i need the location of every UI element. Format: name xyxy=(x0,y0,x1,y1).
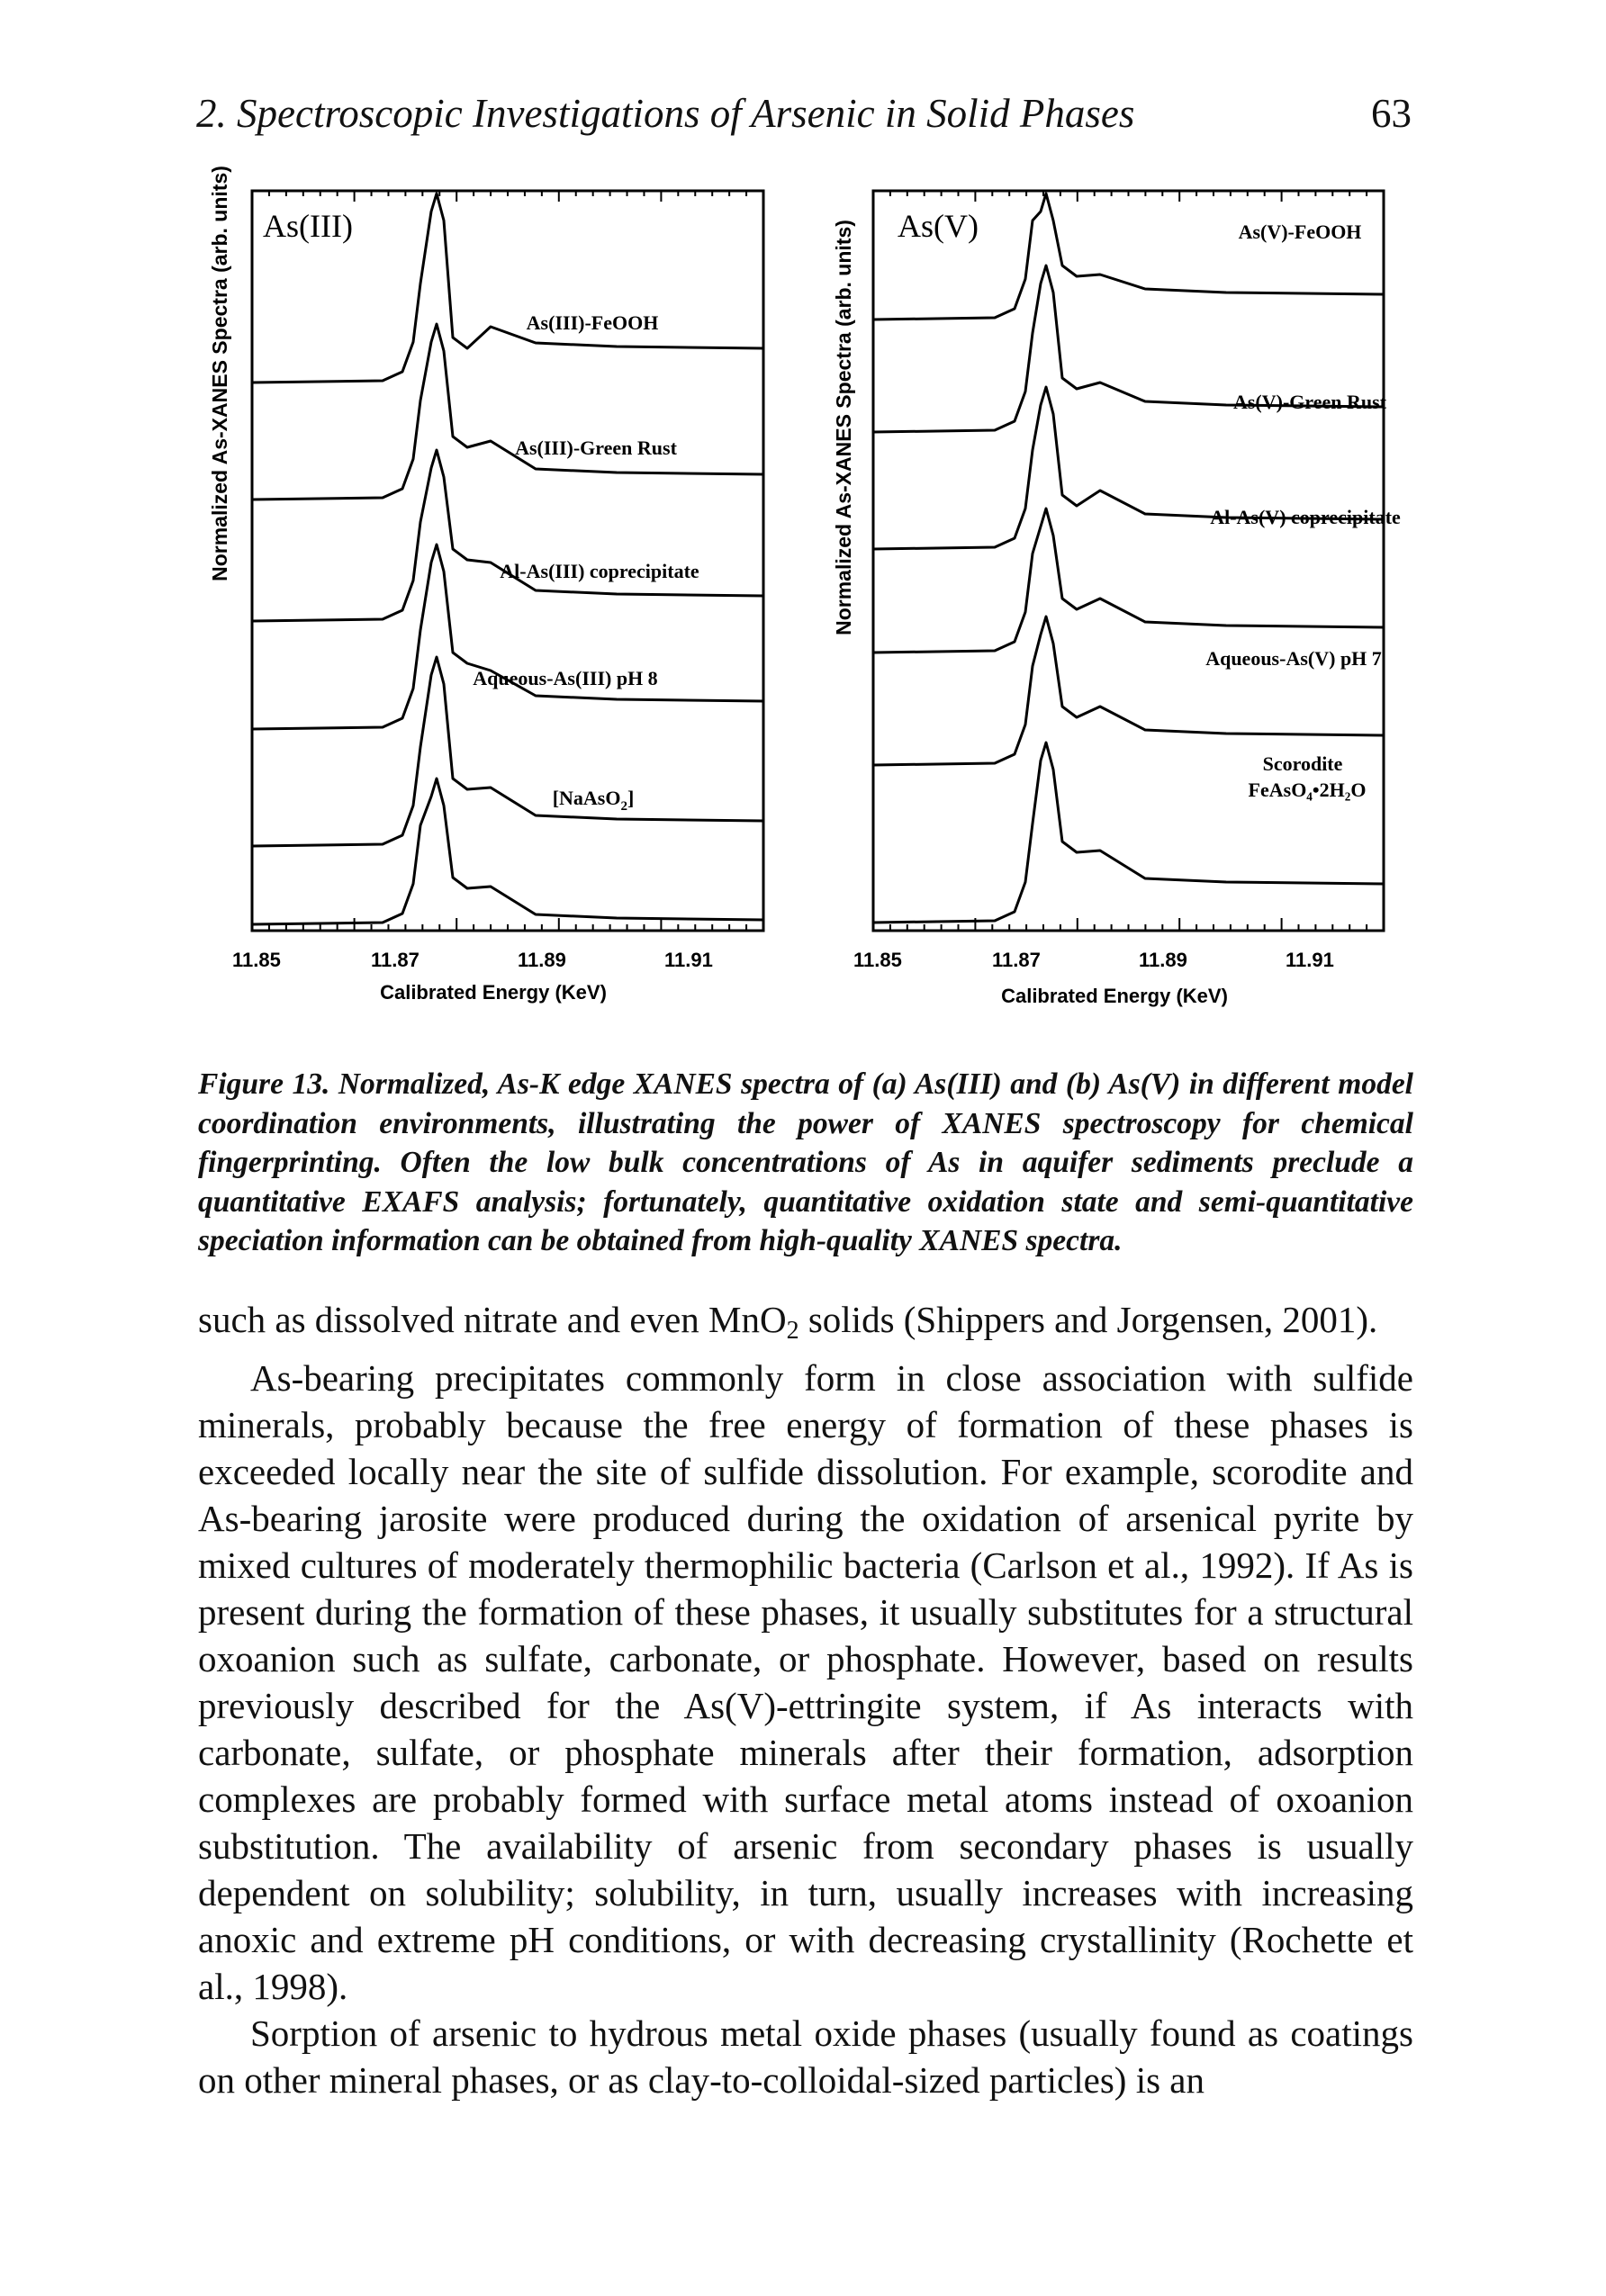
spectrum-trace xyxy=(872,615,1385,767)
spectrum-trace xyxy=(251,192,764,384)
y-axis-label: Normalized As-XANES Spectra (arb. units) xyxy=(208,167,231,581)
x-axis-label: Calibrated Energy (KeV) xyxy=(380,981,607,1004)
panel-as5: Normalized As-XANES Spectra (arb. units)… xyxy=(832,189,1401,1007)
spectrum-trace xyxy=(872,385,1385,551)
trace-label: As(III)-FeOOH xyxy=(527,311,659,334)
x-axis-ticks xyxy=(872,191,1385,931)
x-tick-label: 11.87 xyxy=(371,949,420,971)
x-tick-label: 11.89 xyxy=(1139,949,1187,971)
spectrum-trace xyxy=(251,777,764,926)
y-axis-label: Normalized As-XANES Spectra (arb. units) xyxy=(832,220,855,635)
spectrum-trace xyxy=(872,507,1385,654)
x-axis-label: Calibrated Energy (KeV) xyxy=(1001,985,1228,1007)
trace-label: Aqueous-As(III) pH 8 xyxy=(473,667,657,689)
page-number: 63 xyxy=(1371,91,1412,136)
trace-label: As(V)-FeOOH xyxy=(1239,221,1362,243)
spectrum-trace xyxy=(251,322,764,501)
spectra-traces xyxy=(251,192,764,926)
xanes-figure: Normalized As-XANES Spectra (arb. units)… xyxy=(208,167,1401,1007)
trace-label: As(III)-Green Rust xyxy=(515,437,678,459)
spectrum-trace xyxy=(251,543,764,731)
x-tick-label: 11.85 xyxy=(853,949,902,971)
trace-label: Scorodite xyxy=(1263,752,1343,775)
trace-label: Aqueous-As(V) pH 7 xyxy=(1205,647,1382,670)
x-axis-ticks xyxy=(251,191,764,931)
trace-label: Al-As(III) coprecipitate xyxy=(500,560,699,582)
x-tick-label: 11.89 xyxy=(518,949,566,971)
running-title: 2. Spectroscopic Investigations of Arsen… xyxy=(196,91,1135,136)
trace-label: FeAsO₄•2H₂O xyxy=(1249,779,1367,801)
x-tick-label: 11.91 xyxy=(1286,949,1334,971)
figure-caption: Figure 13. Normalized, As-K edge XANES s… xyxy=(198,1067,1413,1257)
paragraph: Sorption of arsenic to hydrous metal oxi… xyxy=(198,2012,1413,2101)
plot-frame xyxy=(871,189,1385,932)
trace-label: [NaAsO2] xyxy=(553,787,635,814)
trace-label: As(V)-Green Rust xyxy=(1233,391,1387,413)
paragraph: such as dissolved nitrate and even MnO2 … xyxy=(198,1299,1378,1345)
paragraph: As-bearing precipitates commonly form in… xyxy=(198,1357,1413,2007)
spectra-traces xyxy=(872,192,1385,924)
spectrum-trace xyxy=(251,448,764,623)
panel-tag: As(V) xyxy=(898,208,979,244)
spectrum-trace xyxy=(872,264,1385,434)
running-head: 2. Spectroscopic Investigations of Arsen… xyxy=(196,90,1412,153)
x-tick-label: 11.85 xyxy=(232,949,281,971)
spectrum-trace xyxy=(872,741,1385,924)
panel-tag: As(III) xyxy=(263,208,353,244)
panel-as3: Normalized As-XANES Spectra (arb. units)… xyxy=(208,167,765,1004)
spectrum-trace xyxy=(872,192,1385,321)
body-text: such as dissolved nitrate and even MnO2 … xyxy=(198,1296,1413,2103)
x-tick-label: 11.91 xyxy=(664,949,713,971)
x-tick-label: 11.87 xyxy=(992,949,1041,971)
spectrum-trace xyxy=(251,655,764,848)
trace-label: Al-As(V) coprecipitate xyxy=(1210,506,1401,528)
